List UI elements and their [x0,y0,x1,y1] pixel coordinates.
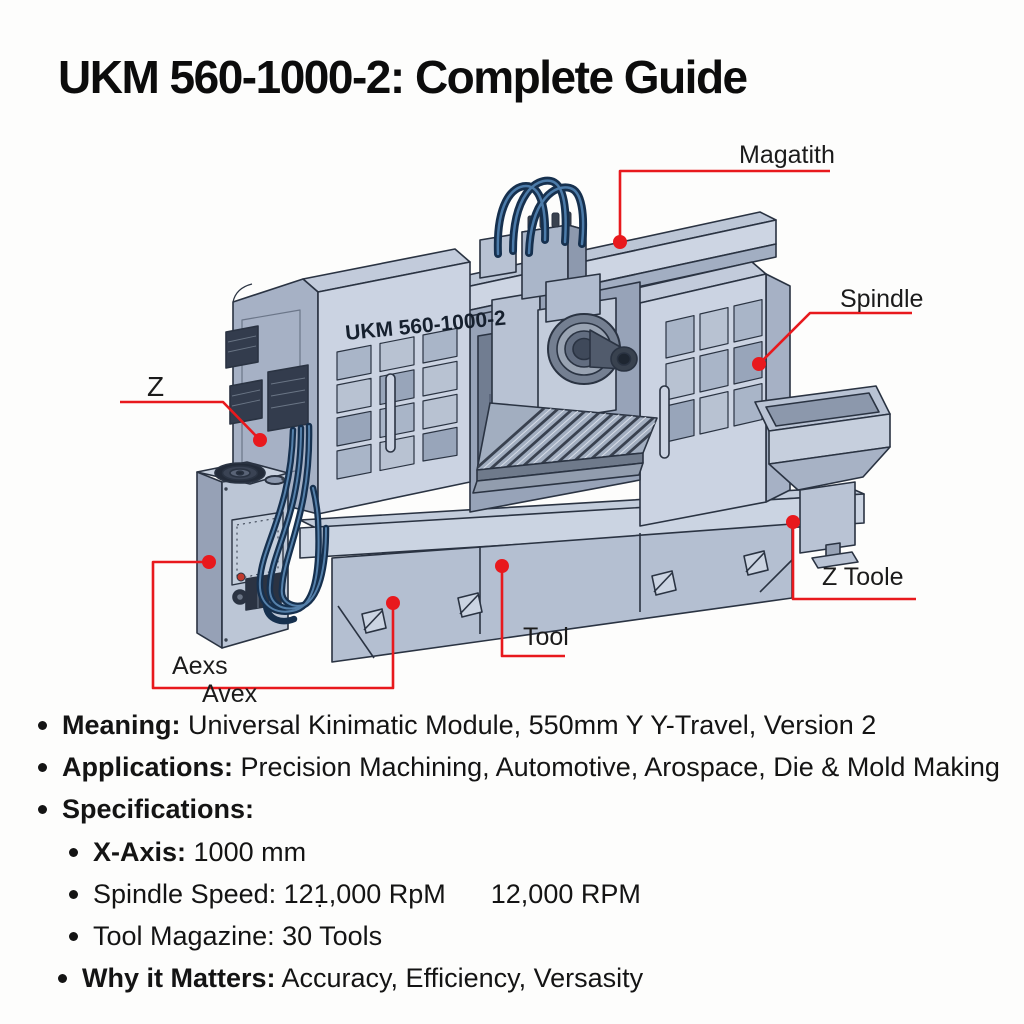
foot-bracket-icon [361,550,769,634]
machine-base [299,486,865,663]
label-z-axis: Z [147,371,165,402]
label-axis-2: Avex [202,680,258,708]
list-item-meaning: Meaning: Universal Kinimatic Module, 550… [38,710,998,740]
callout-dot [253,433,267,447]
label-z-tool: Z Toole [822,563,904,591]
door-handle-icon [385,373,396,453]
right-cabinet [627,261,791,527]
callout-tool [495,559,565,658]
bullet-dot-icon [69,889,78,899]
callout-magazine [613,169,830,249]
bullet-dot-icon [38,721,47,730]
coolant-tray [754,385,891,569]
cable-gland-box-icon [267,364,309,432]
bullet-dot-icon [38,763,47,773]
list-item-why-it-matters: Why it Matters: Accuracy, Efficiency, Ve… [58,963,998,993]
bullet-dot-icon [69,847,78,857]
indicator-light-icon [236,572,246,582]
callout-dot [386,596,400,610]
callout-axis [151,555,400,690]
right-window-grid [665,299,763,443]
left-window-grid [336,327,458,480]
callout-dot [495,559,509,573]
label-spindle: Spindle [840,285,924,313]
callout-dot [613,235,627,249]
left-cabinet: UKM 560-1000-2 [225,248,507,515]
label-axis-1: Aexs [172,652,228,680]
bullet-dot-icon [38,805,47,815]
callout-dot [786,515,800,529]
door-handle-icon [659,385,670,459]
label-magazine: Magatith [739,141,835,169]
list-item-specifications: Specifications: [38,794,998,824]
bullet-dot-icon [69,932,78,942]
callout-lines [120,169,916,690]
bullet-dot-icon [58,974,67,984]
list-item-applications: Applications: Precision Machining, Autom… [38,752,1000,782]
callout-dot [202,555,216,569]
info-list: Meaning: Universal Kinimatic Module, 550… [38,710,1000,1006]
list-item-tool-magazine: Tool Magazine: 30 Tools [69,921,998,951]
side-connector-box-icon [225,325,263,425]
page-title: UKM 560-1000-2: Complete Guide [58,51,748,103]
callout-z [120,400,267,447]
label-tool: Tool [523,623,569,651]
cable-loops-icon [256,176,588,625]
fan-icon [214,462,286,485]
callout-spindle [752,311,912,371]
callout-dot [752,357,766,371]
list-item-x-axis: X-Axis: 1000 mm [69,837,998,867]
callout-ztool [786,515,916,601]
